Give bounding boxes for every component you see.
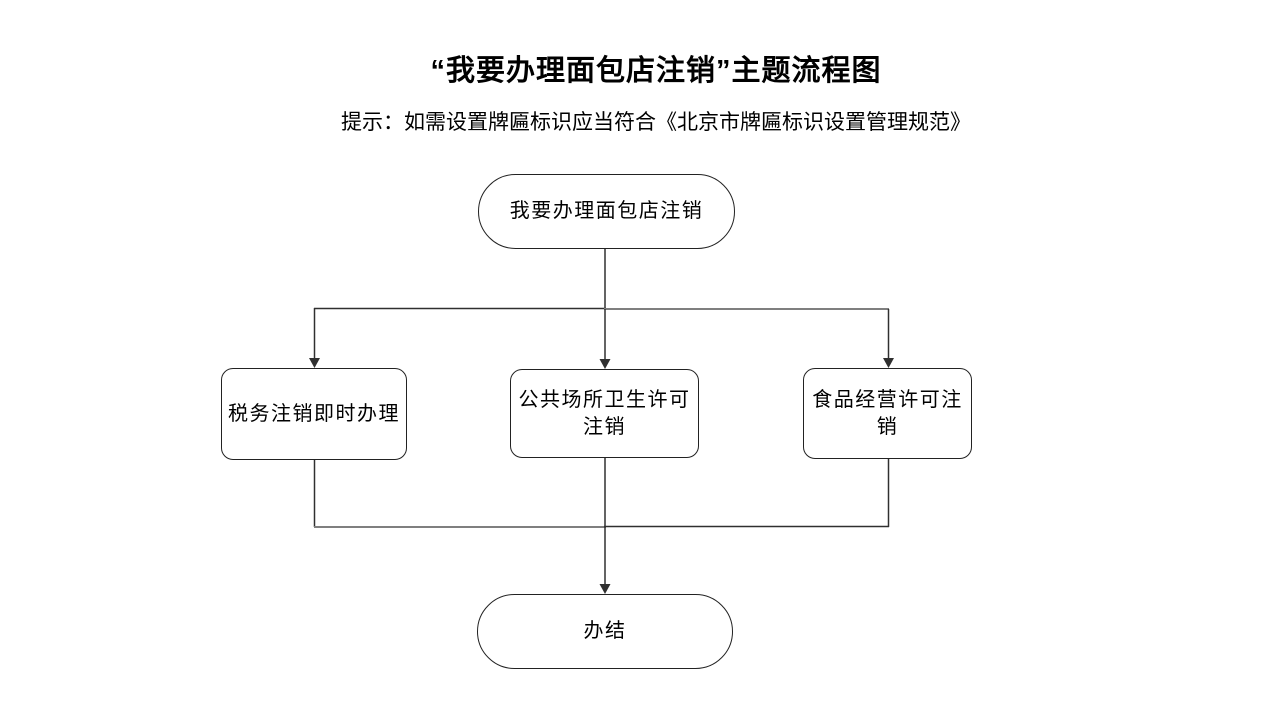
start-node: 我要办理面包店注销: [478, 174, 735, 249]
process-node-tax-label: 税务注销即时办理: [228, 402, 400, 425]
end-node-label: 办结: [583, 620, 627, 642]
arrowhead-food: [883, 358, 894, 368]
process-node-food: 食品经营许可注销: [803, 368, 972, 459]
process-node-hygiene: 公共场所卫生许可注销: [510, 369, 699, 458]
arrowhead-hygiene: [599, 359, 611, 369]
start-node-label: 我要办理面包店注销: [509, 200, 704, 222]
page-subtitle: 提示：如需设置牌匾标识应当符合《北京市牌匾标识设置管理规范》: [341, 110, 971, 134]
arrowhead-tax: [309, 358, 320, 368]
process-node-tax: 税务注销即时办理: [221, 368, 407, 460]
process-node-food-label: 食品经营许可注销: [812, 388, 963, 438]
arrowhead-end: [599, 584, 611, 594]
page-title: “我要办理面包店注销”主题流程图: [430, 55, 882, 87]
process-node-hygiene-label: 公共场所卫生许可注销: [518, 388, 691, 438]
end-node: 办结: [477, 594, 733, 669]
